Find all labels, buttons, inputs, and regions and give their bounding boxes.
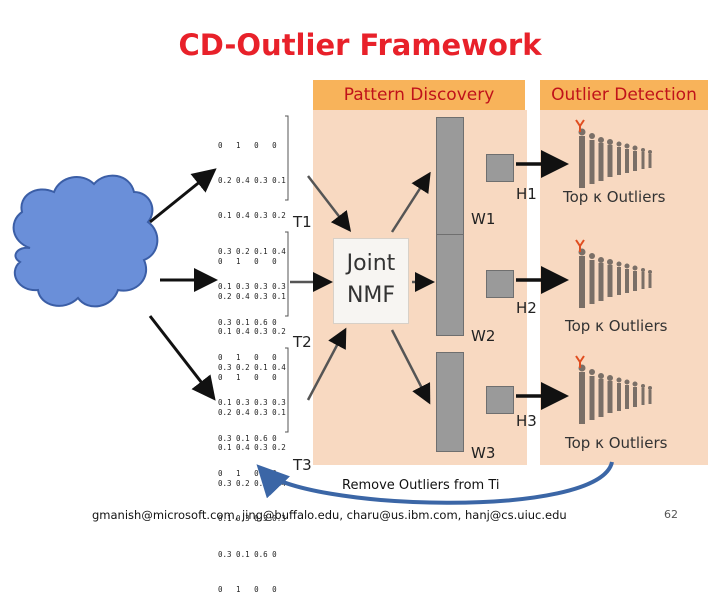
- outlier-figures-3: [575, 355, 652, 424]
- arrow-nmf-w1: [390, 171, 431, 233]
- nmf-line-2: NMF: [346, 283, 396, 308]
- matrix-row: 0.2 0.4 0.3 0.1: [218, 175, 286, 185]
- h3-label: H3: [516, 412, 537, 430]
- top-k-label-3: Top κ Outliers: [565, 434, 668, 452]
- matrix-row: 0 1 0 0: [218, 372, 277, 382]
- matrix-row: 0.1 0.4 0.3 0.2: [218, 211, 286, 221]
- matrix-row: 0.1 0.3 0.3 0.3: [218, 282, 286, 292]
- matrix-row: 0.2 0.4 0.3 0.1: [218, 291, 286, 301]
- arrow-nmf-w3: [390, 329, 431, 405]
- w1-label: W1: [471, 210, 496, 228]
- matrix-row: 0.3 0.2 0.1 0.4: [218, 362, 286, 372]
- w3-label: W3: [471, 444, 496, 462]
- w3-bar: [436, 352, 464, 452]
- matrix-row: 0.1 0.3 0.3 0.3: [218, 398, 286, 408]
- matrix-row: 0.1 0.3 0.3 0.3: [218, 514, 286, 524]
- h1-bar: [486, 154, 514, 182]
- matrix-row: 0.1 0.4 0.3 0.2: [218, 443, 286, 453]
- matrix-row: 0.3 0.1 0.6 0: [218, 549, 277, 559]
- t3-label: T3: [293, 456, 312, 474]
- joint-nmf-box: [333, 238, 409, 324]
- page-number: 62: [664, 508, 678, 521]
- remove-outliers-label: Remove Outliers from Ti: [342, 478, 500, 493]
- diagram-overlay: [12, 115, 652, 505]
- outlier-figures-1: [575, 119, 652, 188]
- pattern-discovery-header: Pattern Discovery: [313, 80, 525, 110]
- matrix-row: 0 1 0 0: [218, 352, 277, 362]
- matrix-row: 0.1 0.4 0.3 0.2: [218, 327, 286, 337]
- matrix-row: 0.3 0.1 0.6 0: [218, 433, 277, 443]
- t2-label: T2: [293, 333, 312, 351]
- top-k-label-2: Top κ Outliers: [565, 317, 668, 335]
- matrix-t2: 0 1 0 0 0.2 0.4 0.3 0.1 0.1 0.4 0.3 0.2 …: [218, 232, 286, 492]
- arrow-cloud-t1: [149, 168, 217, 224]
- footer-emails: gmanish@microsoft.com, jing@buffalo.edu,…: [92, 508, 567, 522]
- data-cloud: [12, 174, 159, 308]
- matrix-row: 0.3 0.1 0.6 0: [218, 317, 277, 327]
- matrix-t1: 0 1 0 0 0.2 0.4 0.3 0.1 0.1 0.4 0.3 0.2 …: [218, 116, 286, 376]
- arrow-t3-nmf: [306, 327, 347, 401]
- w2-label: W2: [471, 327, 496, 345]
- matrix-row: 0 1 0 0: [218, 584, 277, 594]
- matrix-row: 0 1 0 0: [218, 140, 277, 150]
- arrow-cloud-t3: [148, 315, 216, 401]
- slide-title: CD-Outlier Framework: [178, 28, 542, 62]
- feedback-arc: [256, 461, 614, 505]
- outlier-detection-header: Outlier Detection: [540, 80, 708, 110]
- matrix-row: 0 1 0 0: [218, 256, 277, 266]
- h1-label: H1: [516, 185, 537, 203]
- t1-label: T1: [293, 213, 312, 231]
- arrow-t1-nmf: [307, 175, 352, 232]
- matrix-row: 0.3 0.2 0.1 0.4: [218, 246, 286, 256]
- h3-bar: [486, 386, 514, 414]
- h2-label: H2: [516, 299, 537, 317]
- w1-bar: [436, 117, 464, 235]
- h2-bar: [486, 270, 514, 298]
- w2-bar: [436, 234, 464, 336]
- outlier-figures-2: [575, 239, 652, 308]
- matrix-row: 0.2 0.4 0.3 0.1: [218, 407, 286, 417]
- top-k-label-1: Top κ Outliers: [563, 188, 666, 206]
- joint-nmf-label: Joint NMF: [333, 248, 409, 312]
- nmf-line-1: Joint: [346, 251, 396, 276]
